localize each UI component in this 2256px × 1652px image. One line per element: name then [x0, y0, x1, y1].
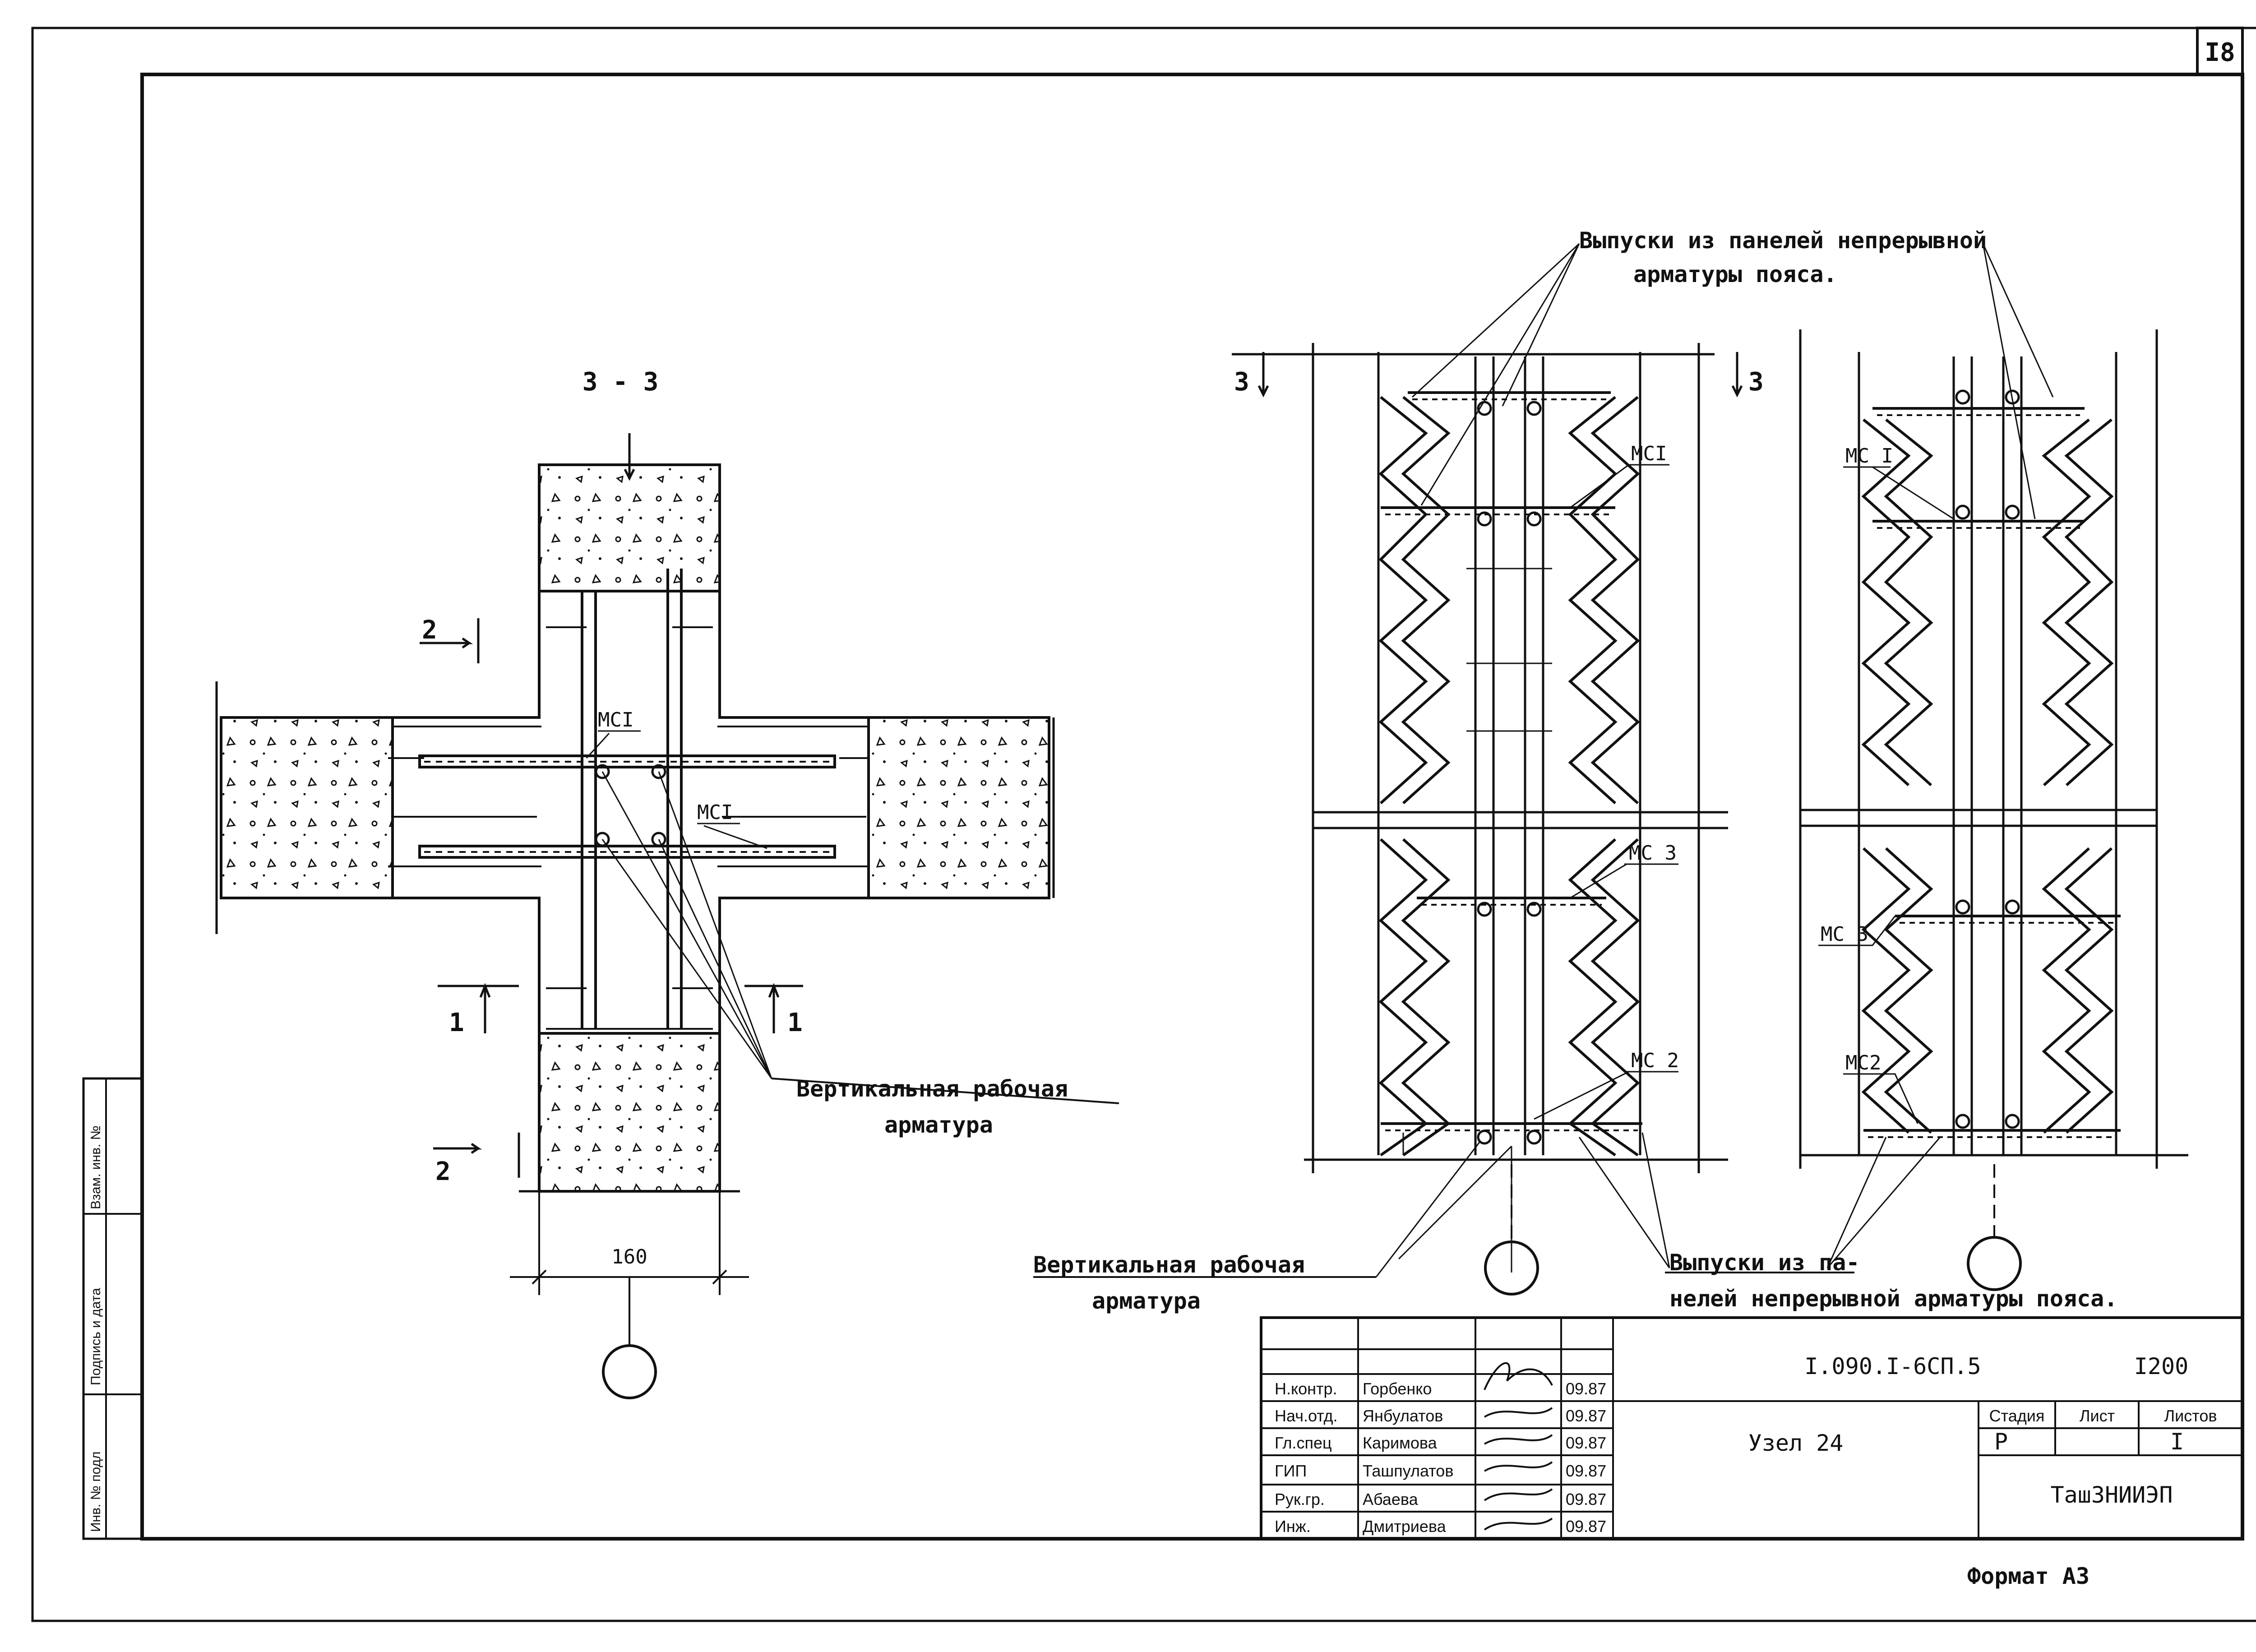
side-inv-no: Инв. № подл: [88, 1451, 103, 1532]
title-block: Н.контр. Нач.отд. Гл.спец ГИП Рук.гр. Ин…: [1260, 1316, 2244, 1540]
mark-3-right: 3: [1748, 367, 1764, 397]
mark-mc1-elev-a: МСI: [1631, 442, 1667, 465]
signature-marks: [1484, 1362, 1553, 1531]
tb-date-2: 09.87: [1566, 1434, 1606, 1452]
tb-stage-header: Стадия: [1989, 1407, 2045, 1425]
tb-role-3: ГИП: [1275, 1462, 1307, 1480]
tb-role-2: Гл.спец: [1275, 1434, 1332, 1452]
mark-1-left: 1: [449, 1008, 464, 1037]
mark-mc3-elev-a: МС 3: [1629, 842, 1677, 865]
mark-2-top: 2: [422, 615, 437, 645]
cross-section-plan: 3 - 3 МСI МСI Верт: [215, 367, 1119, 1399]
mark-mc3-elev-b: МС 3: [1821, 923, 1868, 946]
tb-date-0: 09.87: [1566, 1379, 1606, 1398]
mark-mc1-plan-b: МСI: [697, 801, 733, 824]
side-replace-inv: Взам. инв. №: [88, 1125, 103, 1209]
mark-mc2-elev-b: МС2: [1845, 1051, 1881, 1074]
tb-name-2: Каримова: [1363, 1434, 1438, 1452]
tb-role-1: Нач.отд.: [1275, 1407, 1338, 1425]
outer-frame: [31, 27, 2256, 1622]
axis-circle-mid: [1484, 1240, 1539, 1296]
tb-sheets-value: I: [2170, 1429, 2184, 1455]
side-sign-date: Подпись и дата: [88, 1288, 103, 1385]
page-number: I8: [2205, 38, 2235, 67]
mark-2-bottom: 2: [435, 1157, 451, 1186]
tb-date-4: 09.87: [1566, 1490, 1606, 1509]
tb-date-5: 09.87: [1566, 1517, 1606, 1536]
callout-outlets-top-line1: Выпуски из панелей непрерывной: [1579, 227, 1987, 254]
callout-vertical-rebar-plan-line2: арматура: [884, 1112, 993, 1138]
side-stamp: Взам. инв. № Подпись и дата Инв. № подл: [82, 1077, 143, 1540]
mark-3-left: 3: [1234, 367, 1249, 397]
inner-frame: [140, 73, 2244, 1541]
dimension-160: 160: [611, 1245, 647, 1268]
tb-name-4: Абаева: [1363, 1490, 1419, 1509]
mark-mc1-elev-b: МС I: [1845, 444, 1893, 467]
mark-mc2-elev-a: МС 2: [1631, 1049, 1679, 1072]
callout-outlets-bottom-line2: нелей непрерывной арматуры пояса.: [1669, 1286, 2117, 1312]
tb-sheets-header: Листов: [2164, 1407, 2217, 1425]
tb-role-5: Инж.: [1275, 1517, 1311, 1536]
axis-circle-left: [602, 1344, 657, 1399]
tb-organization: ТашЗНИИЭП: [2051, 1482, 2173, 1508]
elevation-section-b: МС I МС 3 МС2 Выпуски из па- нелей непре…: [1578, 329, 2188, 1312]
callout-vertical-rebar-elev-line2: арматура: [1092, 1288, 1201, 1314]
tb-sheet-header: Лист: [2080, 1407, 2115, 1425]
format-label: Формат А3: [1967, 1563, 2090, 1589]
tb-date-3: 09.87: [1566, 1462, 1606, 1480]
callout-outlets-top-line2: арматуры пояса.: [1633, 261, 1837, 287]
tb-role-4: Рук.гр.: [1275, 1490, 1325, 1509]
tb-sheet-code: I200: [2134, 1353, 2188, 1379]
tb-title: Узел 24: [1748, 1430, 1844, 1456]
page-number-box: I8: [2196, 27, 2244, 76]
tb-stage-value: Р: [1994, 1429, 2008, 1455]
elevation-section-a: 3 3 МСI МС 3 МС 2: [1033, 227, 2054, 1314]
callout-vertical-rebar-elev-line1: Вертикальная рабочая: [1033, 1252, 1305, 1278]
tb-name-5: Дмитриева: [1363, 1517, 1447, 1536]
tb-doc-code: I.090.I-6СП.5: [1804, 1353, 1981, 1379]
callout-outlets-bottom-line1: Выпуски из па-: [1669, 1249, 1859, 1276]
tb-name-0: Горбенко: [1363, 1379, 1432, 1398]
tb-name-3: Ташпулатов: [1363, 1462, 1453, 1480]
mark-1-right: 1: [787, 1008, 803, 1037]
axis-circle-right: [1967, 1236, 2022, 1291]
mark-mc1-plan-a: МСI: [598, 708, 633, 731]
section-3-3-title: 3 - 3: [582, 367, 659, 397]
tb-date-1: 09.87: [1566, 1407, 1606, 1425]
tb-role-0: Н.контр.: [1275, 1379, 1337, 1398]
tb-name-1: Янбулатов: [1363, 1407, 1443, 1425]
callout-vertical-rebar-plan-line1: Вертикальная рабочая: [796, 1076, 1068, 1102]
